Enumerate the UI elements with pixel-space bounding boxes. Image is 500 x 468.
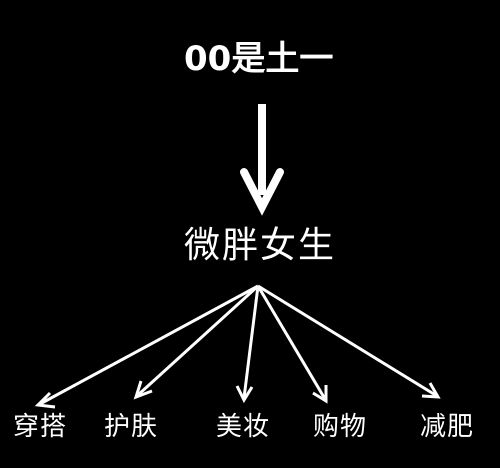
arrow-to-leaf-1	[133, 284, 260, 400]
top-label: 00是土一	[184, 39, 334, 79]
arrow-top-to-center	[240, 104, 284, 216]
leaf-label-outfits: 穿搭	[13, 412, 68, 442]
arrow-to-leaf-0	[34, 284, 259, 409]
center-label: 微胖女生	[184, 225, 337, 266]
arrow-to-leaf-3	[256, 285, 328, 404]
arrow-to-leaf-4	[257, 284, 441, 399]
leaf-label-skincare: 护肤	[104, 412, 159, 442]
leaf-label-weight-loss: 减肥	[420, 412, 475, 442]
leaf-label-shopping: 购物	[313, 412, 368, 442]
arrow-to-leaf-2	[235, 285, 260, 404]
leaf-label-makeup: 美妆	[216, 412, 271, 442]
